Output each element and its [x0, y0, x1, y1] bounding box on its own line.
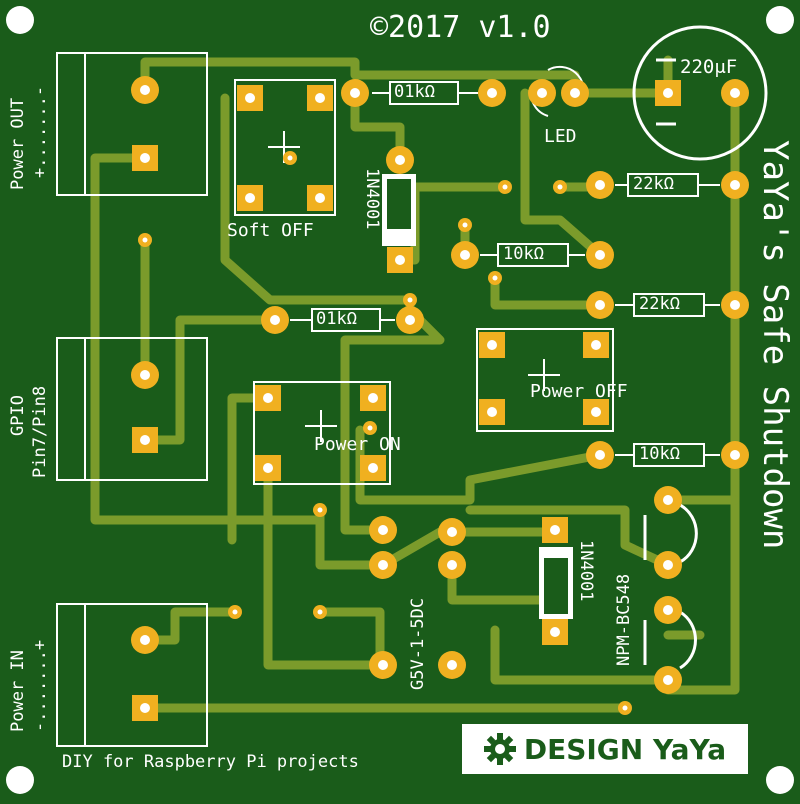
resistor-r5-label: 22kΩ [633, 174, 674, 194]
soft-off-label: Soft OFF [227, 220, 314, 241]
resistor-r2-label: 01kΩ [316, 309, 357, 329]
pad-hole [395, 155, 405, 165]
transistor-label: NPM-BC548 [614, 573, 634, 666]
pad-hole [663, 560, 673, 570]
pad-hole [378, 525, 388, 535]
pad-hole [663, 88, 673, 98]
pad-hole [730, 450, 740, 460]
power-in-polarity: -.......+ [30, 639, 50, 732]
pad-hole [315, 93, 325, 103]
pad-hole [140, 703, 150, 713]
pad-hole [405, 315, 415, 325]
pad-hole [270, 315, 280, 325]
resistor-r4-label: 10kΩ [639, 444, 680, 464]
pad-hole [487, 88, 497, 98]
pad-hole [537, 88, 547, 98]
via-hole [317, 507, 323, 513]
board-title: YaYa's Safe Shutdown [755, 140, 795, 550]
power-off-label: Power OFF [530, 381, 628, 402]
resistor-r1-label: 01kΩ [394, 82, 435, 102]
capacitor-label: 220μF [680, 56, 738, 78]
transistor-outlines [643, 503, 698, 670]
solder-pads [131, 76, 749, 721]
pad-hole [730, 300, 740, 310]
pad-hole [263, 393, 273, 403]
pad-hole [487, 407, 497, 417]
pad-hole [570, 88, 580, 98]
diode2-label: 1N4001 [576, 540, 596, 602]
pad-hole [595, 450, 605, 460]
power-on-label: Power ON [314, 434, 401, 455]
via-hole [492, 275, 498, 281]
pad-hole [595, 250, 605, 260]
pad-hole [378, 560, 388, 570]
pad-hole [447, 527, 457, 537]
pad-hole [730, 88, 740, 98]
via-hole [287, 155, 293, 161]
connector-outlines [56, 52, 208, 747]
pad-hole [595, 180, 605, 190]
pad-hole [460, 250, 470, 260]
pad-hole [368, 463, 378, 473]
footer-label: DIY for Raspberry Pi projects [62, 752, 359, 772]
pad-hole [140, 85, 150, 95]
pad-hole [140, 153, 150, 163]
pad-hole [263, 463, 273, 473]
gpio-sublabel: Pin7/Pin8 [30, 385, 50, 478]
design-yaya-logo: DESIGN YaYa [462, 724, 748, 774]
pad-hole [663, 605, 673, 615]
pad-hole [368, 393, 378, 403]
via-hole [317, 609, 323, 615]
pad-hole [663, 675, 673, 685]
via-hole [407, 297, 413, 303]
pad-hole [315, 193, 325, 203]
pad-hole [730, 180, 740, 190]
power-out-label: Power OUT [8, 97, 28, 190]
pad-hole [245, 193, 255, 203]
pad-hole [350, 88, 360, 98]
pad-hole [447, 660, 457, 670]
pad-hole [591, 340, 601, 350]
pad-hole [663, 495, 673, 505]
switch-outlines [234, 79, 614, 485]
resistor-bodies [290, 81, 720, 467]
gpio-label: GPIO [8, 395, 28, 436]
pad-hole [140, 370, 150, 380]
via-hole [142, 237, 148, 243]
gear-icon [483, 733, 516, 765]
pad-hole [550, 525, 560, 535]
pad-hole [395, 255, 405, 265]
via-hole [502, 184, 508, 190]
diode1-label: 1N4001 [362, 168, 382, 230]
power-out-polarity: +.......- [30, 85, 50, 178]
resistor-r3-label: 10kΩ [503, 244, 544, 264]
relay-label: G5V-1-5DC [408, 597, 428, 690]
mounting-holes [6, 6, 794, 794]
pad-hole [378, 660, 388, 670]
logo-text: DESIGN YaYa [523, 732, 727, 766]
via-hole [557, 184, 563, 190]
power-in-label: Power IN [8, 650, 28, 732]
via-hole [462, 222, 468, 228]
pad-hole [140, 635, 150, 645]
pad-hole [591, 407, 601, 417]
pad-hole [595, 300, 605, 310]
capacitor-outline [632, 25, 768, 161]
pad-hole [245, 93, 255, 103]
pad-hole [487, 340, 497, 350]
led-label: LED [544, 126, 577, 147]
via-hole [232, 609, 238, 615]
copyright-label: ©2017 v1.0 [370, 10, 551, 45]
pad-hole [550, 627, 560, 637]
diode-bodies [382, 174, 573, 619]
via-hole [622, 705, 628, 711]
pad-hole [140, 435, 150, 445]
resistor-r6-label: 22kΩ [639, 294, 680, 314]
pad-hole [447, 560, 457, 570]
via-hole [367, 425, 373, 431]
